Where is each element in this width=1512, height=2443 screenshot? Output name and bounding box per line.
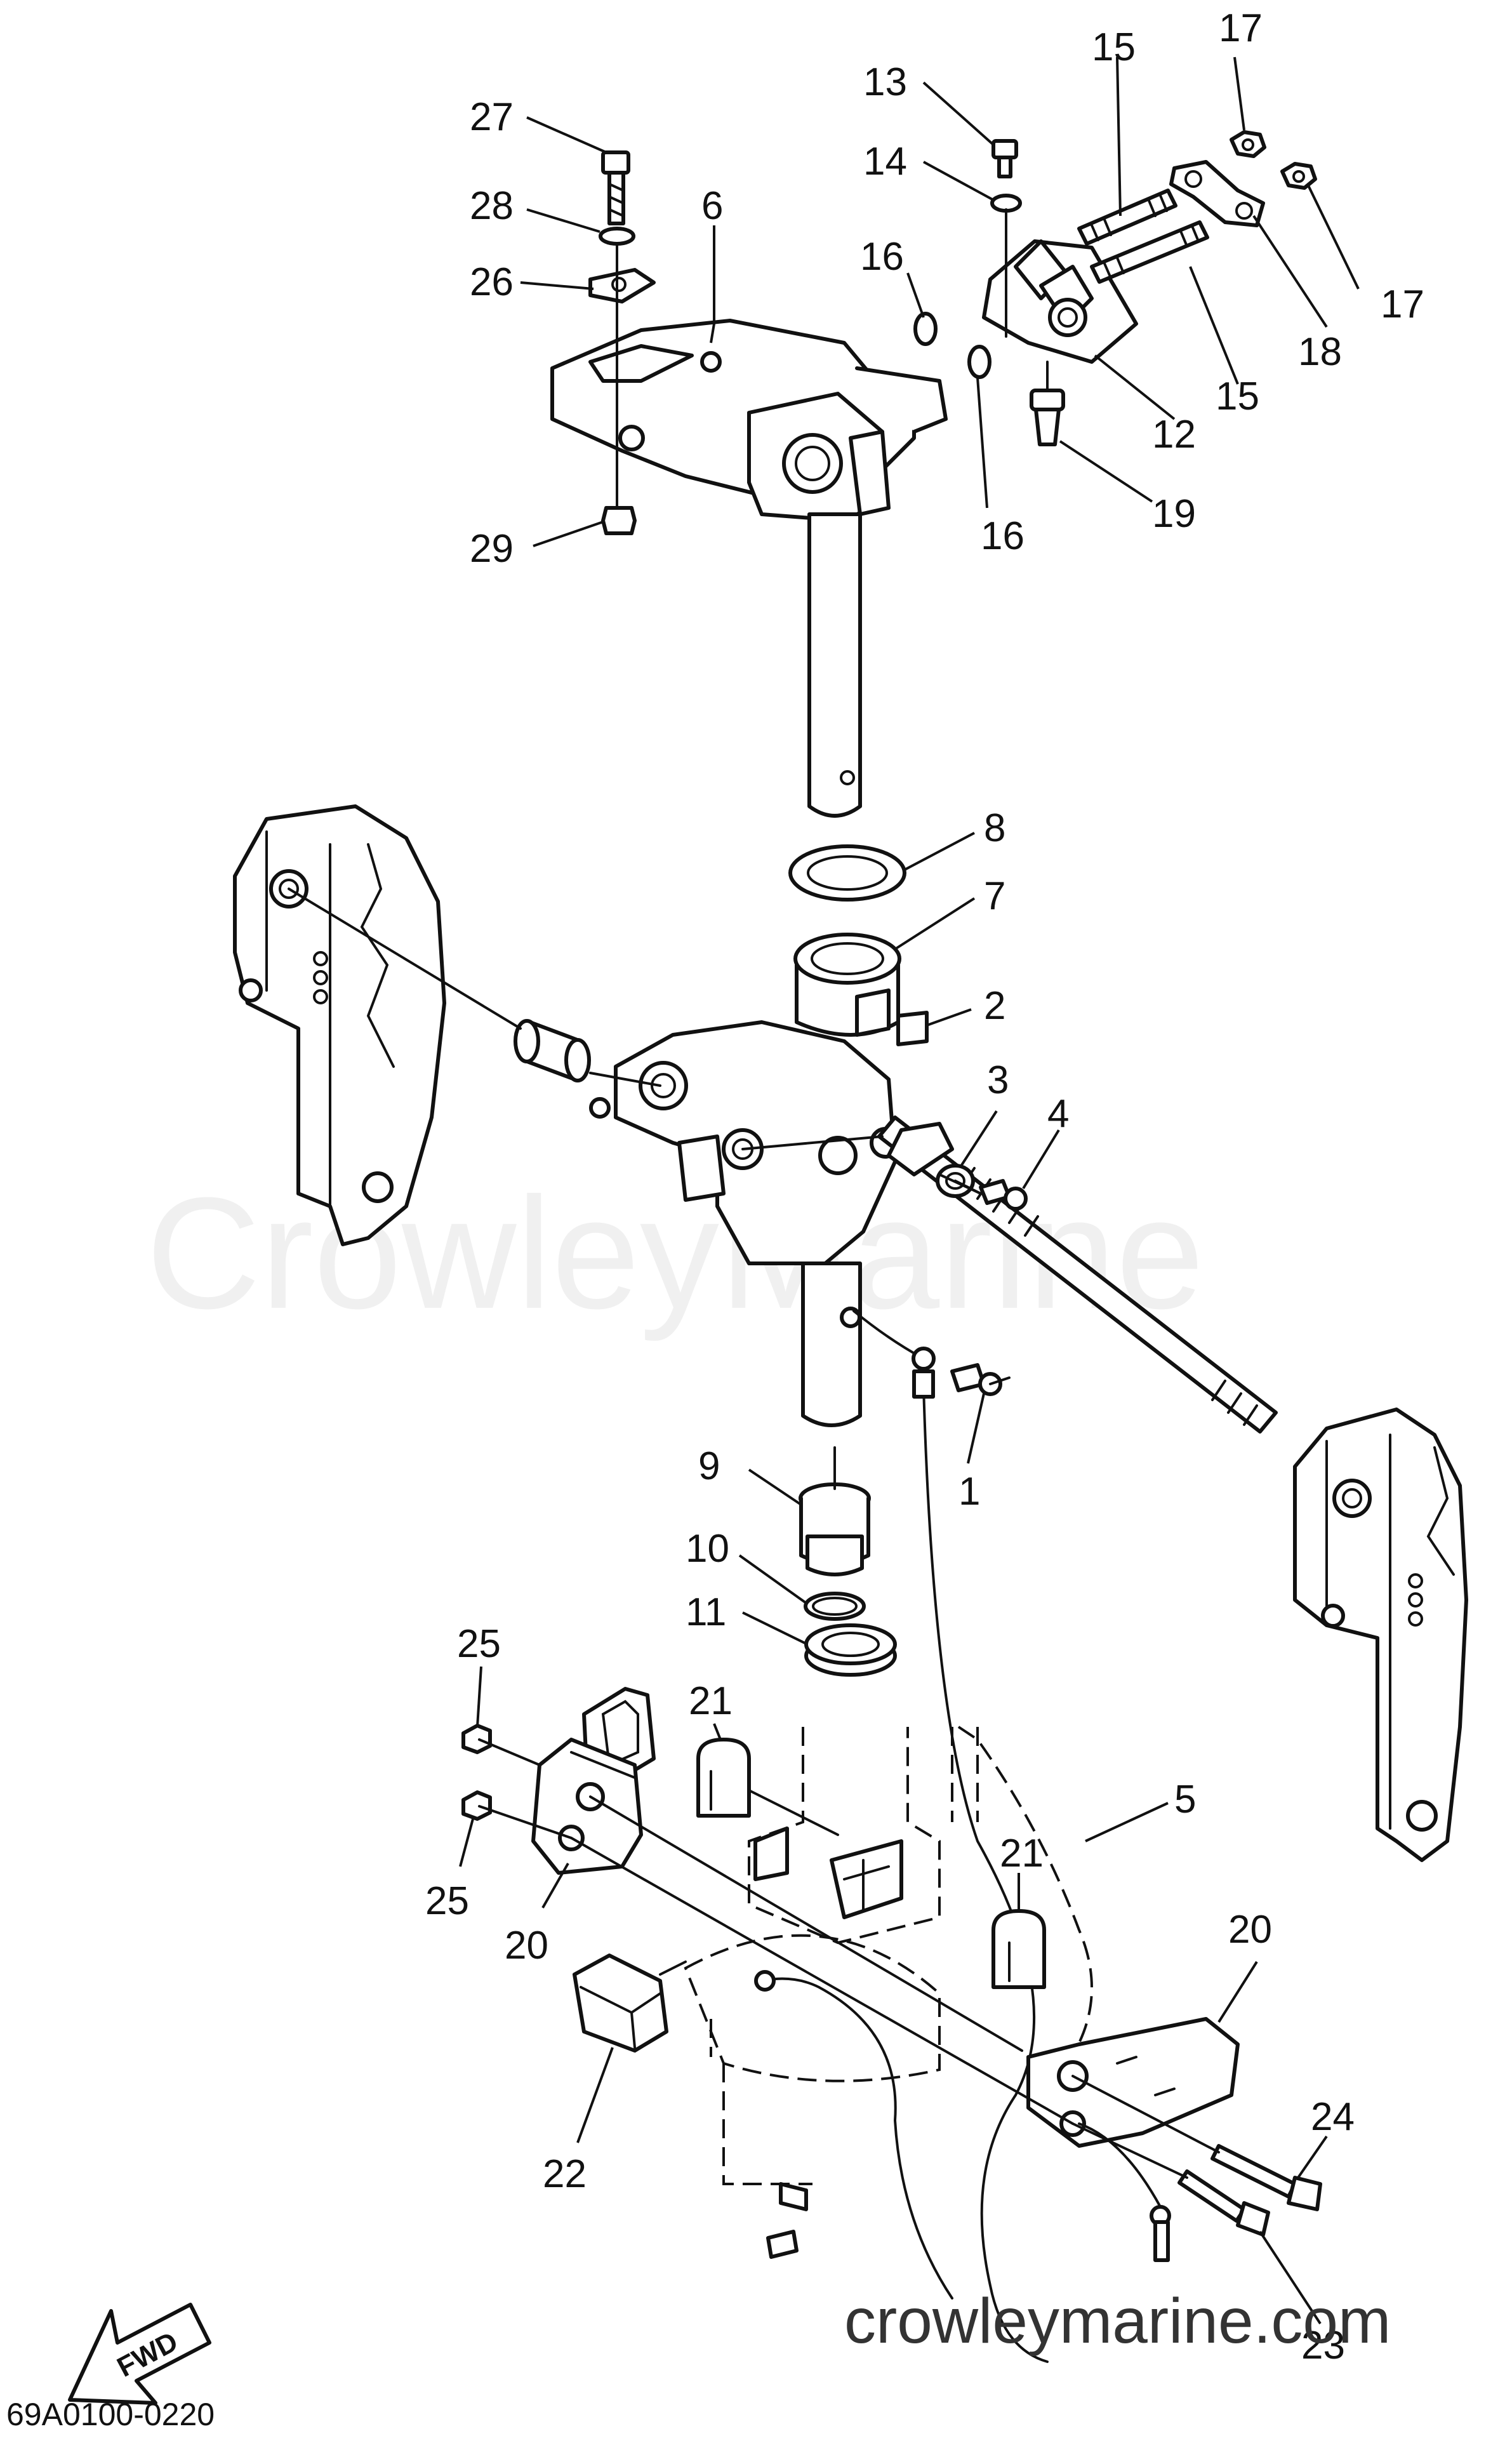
- callout-7: 7: [984, 874, 1005, 918]
- callout-16-bottom: 16: [981, 514, 1025, 558]
- ground-wire-5: [852, 1310, 1049, 2363]
- nut-25a: [461, 1724, 492, 1754]
- swivel-column: [801, 1261, 862, 1427]
- washer-16b: [967, 345, 991, 379]
- callout-8: 8: [984, 806, 1005, 850]
- callout-27: 27: [470, 95, 514, 139]
- washer-8: [788, 844, 906, 902]
- grease-nipple-19: [1030, 361, 1065, 446]
- nut-17b: [1280, 162, 1317, 190]
- callout-17-top: 17: [1219, 6, 1263, 50]
- callout-20-left: 20: [505, 1924, 548, 1967]
- washer-16a: [913, 312, 938, 346]
- bolt-1: [950, 1363, 1002, 1396]
- bolt-23: [1177, 2169, 1270, 2237]
- site-watermark: crowleymarine.com: [844, 2286, 1391, 2357]
- callout-16-top: 16: [860, 235, 904, 279]
- callout-2: 2: [984, 984, 1005, 1028]
- plate-2: [896, 1011, 929, 1046]
- seal-11: [804, 1623, 897, 1677]
- washer-28: [599, 227, 635, 246]
- upper-mount-20a: [531, 1738, 643, 1875]
- callout-15-bottom: 15: [1216, 375, 1259, 418]
- bushing-9: [799, 1482, 871, 1576]
- nut-25b: [461, 1790, 492, 1821]
- callout-14: 14: [863, 140, 907, 183]
- bushing-7: [793, 933, 901, 1037]
- plate-18: [1169, 160, 1265, 227]
- callout-22: 22: [543, 2152, 587, 2196]
- bolt-13: [991, 139, 1018, 178]
- stud-15a: [1077, 189, 1177, 246]
- collar: [887, 1122, 954, 1176]
- sleeve-left: [514, 1019, 591, 1082]
- callout-5: 5: [1174, 1778, 1196, 1821]
- callout-26: 26: [470, 260, 514, 304]
- lower-mount-20b: [1026, 2017, 1240, 2148]
- callout-3: 3: [987, 1058, 1009, 1102]
- bolt-4: [979, 1179, 1028, 1211]
- leader-lines: [459, 57, 1360, 2325]
- nut-29: [601, 506, 637, 535]
- callout-11: 11: [686, 1590, 726, 1634]
- callout-1: 1: [958, 1470, 980, 1514]
- alignment-lines: [288, 888, 1220, 2179]
- nut-17a: [1230, 130, 1266, 158]
- callout-17-right: 17: [1381, 283, 1424, 326]
- callout-6: 6: [701, 184, 723, 228]
- callout-10: 10: [686, 1527, 729, 1571]
- bolt-27: [601, 150, 630, 225]
- callout-21-right: 21: [1000, 1832, 1044, 1875]
- bolt-24: [1210, 2144, 1322, 2211]
- mount-rubber-22: [573, 1954, 668, 2053]
- clamp-bracket-right: [1293, 1408, 1468, 1862]
- callout-21-left: 21: [689, 1679, 733, 1723]
- steering-shaft: [807, 512, 862, 818]
- callout-25-bottom: 25: [425, 1879, 469, 1923]
- stud-15b: [1090, 220, 1209, 284]
- callout-24: 24: [1311, 2095, 1355, 2139]
- mount-rubber-21a: [696, 1738, 751, 1818]
- callout-12: 12: [1152, 413, 1196, 456]
- clamp-bracket-left: [233, 804, 446, 1246]
- callout-25-top: 25: [457, 1622, 501, 1666]
- ground-terminal: [754, 1970, 1171, 2300]
- callout-15-top: 15: [1092, 25, 1136, 69]
- callout-19: 19: [1152, 492, 1196, 536]
- fwd-arrow-icon: FWD: [68, 2303, 211, 2405]
- callout-13: 13: [863, 60, 907, 104]
- steering-bracket: [550, 319, 948, 523]
- callout-28: 28: [470, 184, 514, 228]
- callout-9: 9: [698, 1444, 720, 1488]
- plate-26: [588, 268, 656, 303]
- callout-4: 4: [1047, 1092, 1069, 1136]
- diagram-code: 69A0100-0220: [6, 2397, 215, 2432]
- callout-20-right: 20: [1228, 1908, 1272, 1952]
- callout-labels: 27 28 26 6 29 13 14 16 16 15 15 17 17 18…: [425, 6, 1424, 2367]
- callout-18: 18: [1298, 330, 1342, 374]
- callout-29: 29: [470, 527, 514, 571]
- callout-23: 23: [1301, 2324, 1345, 2367]
- mount-rubber-21b: [991, 1909, 1046, 1989]
